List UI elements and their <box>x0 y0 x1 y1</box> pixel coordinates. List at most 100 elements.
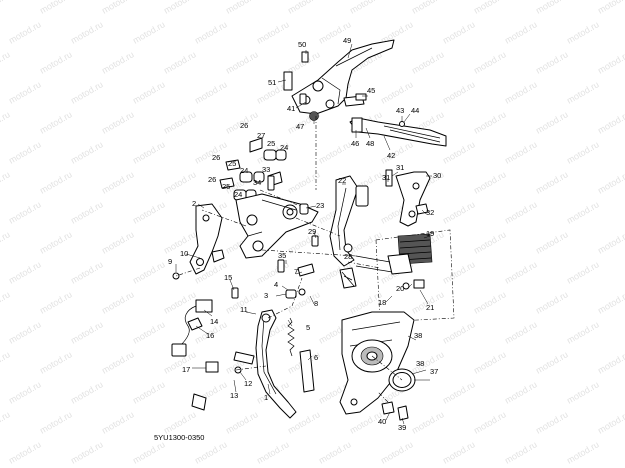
callout-24a: 24 <box>280 143 288 152</box>
watermark-text: motod.ru <box>441 19 477 45</box>
watermark-text: motod.ru <box>100 109 136 135</box>
callout-11: 11 <box>240 305 248 314</box>
callout-28: 28 <box>344 252 352 261</box>
watermark-text: motod.ru <box>596 169 625 195</box>
watermark-text: motod.ru <box>131 319 167 345</box>
callout-22: 22 <box>338 176 346 185</box>
fasteners <box>231 93 319 299</box>
alignment-lines <box>175 116 403 403</box>
callout-33: 33 <box>262 165 270 174</box>
watermark-text: motod.ru <box>0 229 12 255</box>
watermark-text: motod.ru <box>565 379 601 405</box>
grommet-47 <box>309 111 319 121</box>
watermark-text: motod.ru <box>100 409 136 435</box>
watermark-text: motod.ru <box>503 379 539 405</box>
watermark-text: motod.ru <box>596 349 625 375</box>
callout-26b: 26 <box>212 153 220 162</box>
watermark-text: motod.ru <box>503 259 539 285</box>
watermark-text: motod.ru <box>472 49 508 75</box>
watermark-text: motod.ru <box>441 319 477 345</box>
callout-3: 3 <box>264 291 268 300</box>
watermark-text: motod.ru <box>379 439 415 465</box>
watermark-text: motod.ru <box>255 259 291 285</box>
bottom-bolts <box>381 401 409 421</box>
watermark-text: motod.ru <box>162 169 198 195</box>
watermark-text: motod.ru <box>410 409 446 435</box>
callout-2: 2 <box>192 199 196 208</box>
watermark-text: motod.ru <box>472 349 508 375</box>
callout-39: 39 <box>398 423 406 432</box>
watermark-text: motod.ru <box>7 319 43 345</box>
watermark-text: motod.ru <box>441 379 477 405</box>
watermark-text: motod.ru <box>565 439 601 465</box>
watermark-text: motod.ru <box>0 0 12 16</box>
callout-49: 49 <box>343 36 351 45</box>
watermark-text: motod.ru <box>69 319 105 345</box>
callout-18: 18 <box>378 298 386 307</box>
watermark-text: motod.ru <box>379 139 415 165</box>
watermark-text: motod.ru <box>472 169 508 195</box>
callout-46: 46 <box>351 139 359 148</box>
watermark-text: motod.ru <box>69 139 105 165</box>
watermark-text: motod.ru <box>0 49 12 75</box>
watermark-text: motod.ru <box>503 139 539 165</box>
shift-lever <box>329 175 369 289</box>
watermark-text: motod.ru <box>503 199 539 225</box>
callout-35: 35 <box>278 251 286 260</box>
watermark-text: motod.ru <box>596 49 625 75</box>
watermark-text: motod.ru <box>69 379 105 405</box>
watermark-text: motod.ru <box>38 289 74 315</box>
watermark-text: motod.ru <box>286 169 322 195</box>
watermark-text: motod.ru <box>534 169 570 195</box>
callout-31a: 31 <box>396 163 404 172</box>
watermark-text: motod.ru <box>0 109 12 135</box>
watermark-text: motod.ru <box>410 49 446 75</box>
watermark-text: motod.ru <box>162 109 198 135</box>
watermark-text: motod.ru <box>162 409 198 435</box>
watermark-text: motod.ru <box>69 19 105 45</box>
callout-9: 9 <box>168 257 172 266</box>
watermark-text: motod.ru <box>317 439 353 465</box>
callout-25b: 25 <box>228 159 236 168</box>
callout-10: 10 <box>180 249 188 258</box>
callout-38a: 38 <box>414 331 422 340</box>
watermark-text: motod.ru <box>565 199 601 225</box>
watermark-text: motod.ru <box>69 199 105 225</box>
right-rear-bracket <box>385 169 431 227</box>
watermark-text: motod.ru <box>69 79 105 105</box>
watermark-text: motod.ru <box>503 19 539 45</box>
watermark-text: motod.ru <box>379 79 415 105</box>
watermark-text: motod.ru <box>7 439 43 465</box>
watermark-text: motod.ru <box>131 259 167 285</box>
watermark-text: motod.ru <box>596 0 625 16</box>
callout-27: 27 <box>257 131 265 140</box>
callout-34: 34 <box>253 178 261 187</box>
callout-26c: 26 <box>208 175 216 184</box>
watermark-text: motod.ru <box>193 19 229 45</box>
watermark-text: motod.ru <box>565 139 601 165</box>
watermark-text: motod.ru <box>410 0 446 16</box>
watermark-text: motod.ru <box>193 79 229 105</box>
watermark-text: motod.ru <box>348 229 384 255</box>
callout-labels: 50 49 51 41 45 47 43 44 46 48 42 26 27 2… <box>154 36 441 442</box>
brake-pedal <box>191 309 297 419</box>
watermark-text: motod.ru <box>472 0 508 16</box>
watermark-text: motod.ru <box>224 49 260 75</box>
watermark-text: motod.ru <box>565 79 601 105</box>
callout-38b: 38 <box>416 359 424 368</box>
brake-switch <box>171 299 213 357</box>
watermark-text: motod.ru <box>596 229 625 255</box>
watermark-text: motod.ru <box>193 139 229 165</box>
callout-8: 8 <box>314 299 318 308</box>
callout-6: 6 <box>314 353 318 362</box>
watermark-text: motod.ru <box>503 319 539 345</box>
watermark-text: motod.ru <box>596 109 625 135</box>
watermark-text: motod.ru <box>38 49 74 75</box>
watermark-text: motod.ru <box>441 199 477 225</box>
watermark-text: motod.ru <box>38 229 74 255</box>
callout-25c: 25 <box>222 182 230 191</box>
callout-30: 30 <box>433 171 441 180</box>
callout-5: 5 <box>306 323 310 332</box>
watermark-text: motod.ru <box>38 409 74 435</box>
watermark-text: motod.ru <box>7 79 43 105</box>
